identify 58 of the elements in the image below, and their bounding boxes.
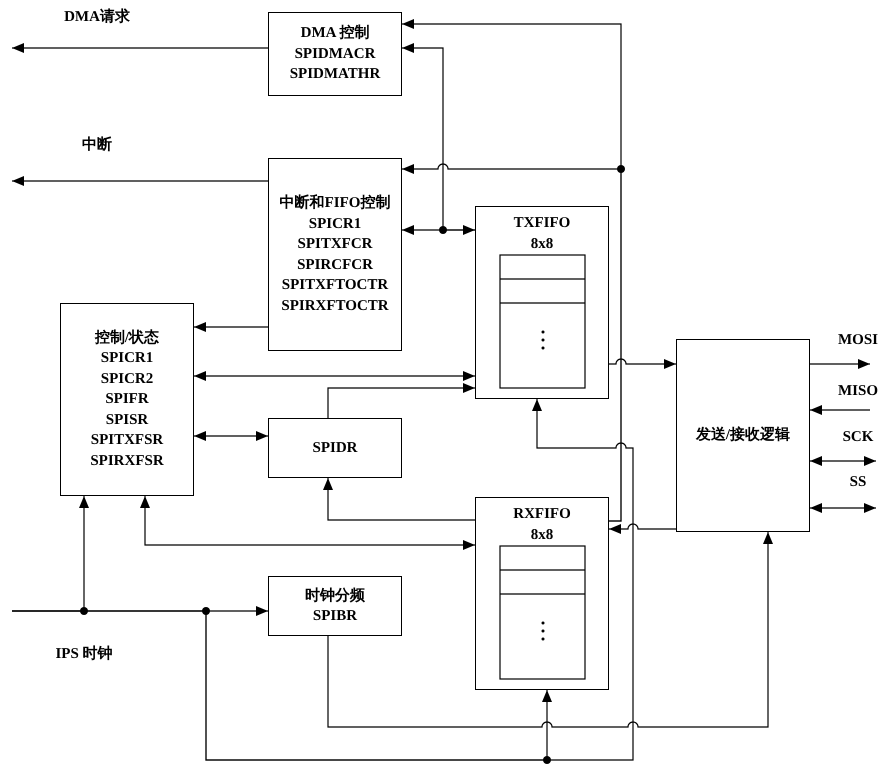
register-name: SPITXFSR: [90, 431, 164, 450]
fifo-size: 8x8: [530, 526, 554, 544]
pin-name: SCK: [842, 428, 874, 446]
arrow: [402, 43, 475, 231]
register-block: [268, 418, 402, 478]
arrow: [140, 496, 475, 550]
arrow: [12, 399, 634, 761]
block-title: SPIDR: [312, 438, 358, 458]
register-name: SPIBR: [312, 607, 358, 626]
arrow: [810, 359, 870, 369]
register-name: SPIRCFCR: [297, 256, 373, 274]
arrow: [327, 383, 475, 418]
fifo-title: RXFIFO: [513, 505, 571, 524]
register-name: SPICR1: [100, 349, 154, 368]
control-block: [268, 158, 402, 351]
register-name: SPIDMATHR: [290, 65, 380, 84]
arrow: [194, 371, 475, 381]
arrow: [402, 164, 622, 522]
block-title: DMA 控制: [300, 23, 370, 44]
pin-name: SS: [850, 473, 866, 491]
signal-label: 中断: [82, 136, 112, 154]
arrow: [810, 456, 876, 466]
register-name: SPITXFCR: [297, 235, 372, 254]
register-name: SPICR1: [308, 214, 362, 234]
block-title: 控制/状态: [94, 328, 160, 348]
control-block: [60, 303, 194, 496]
register-name: SPIRXFTOCTR: [281, 296, 389, 316]
block-title: 发送/接收逻辑: [696, 425, 790, 446]
register-name: SPIDMACR: [294, 44, 376, 64]
register-name: SPIRXFSR: [90, 452, 164, 471]
arrow: [402, 225, 475, 235]
register-name: SPISR: [106, 410, 148, 430]
control-block: [268, 12, 402, 96]
logic-block: [676, 339, 810, 532]
arrow: [12, 176, 268, 186]
register-name: SPIFR: [105, 390, 149, 410]
register-name: SPITXFTOCTR: [282, 276, 388, 295]
arrow: [194, 431, 268, 441]
fifo-size: 8x8: [530, 234, 554, 254]
fifo-block: [475, 497, 609, 690]
arrow: [810, 503, 876, 513]
fifo-block: [475, 206, 609, 399]
arrow: [12, 43, 268, 53]
fifo-title: TXFIFO: [514, 214, 570, 233]
arrow: [327, 532, 773, 728]
arrow: [609, 523, 676, 534]
block-title: 中断和FIFO控制: [280, 193, 390, 213]
arrow: [810, 405, 870, 415]
arrow: [194, 322, 268, 332]
pin-name: MISO: [838, 382, 878, 400]
signal-label: DMA请求: [64, 8, 130, 26]
block-title: 时钟分频: [305, 586, 365, 606]
register-name: SPICR2: [100, 370, 154, 389]
control-block: [268, 576, 402, 636]
arrow: [323, 478, 475, 521]
pin-name: MOSI: [838, 331, 878, 349]
signal-label: IPS 时钟: [55, 645, 113, 663]
arrow: [609, 358, 676, 369]
